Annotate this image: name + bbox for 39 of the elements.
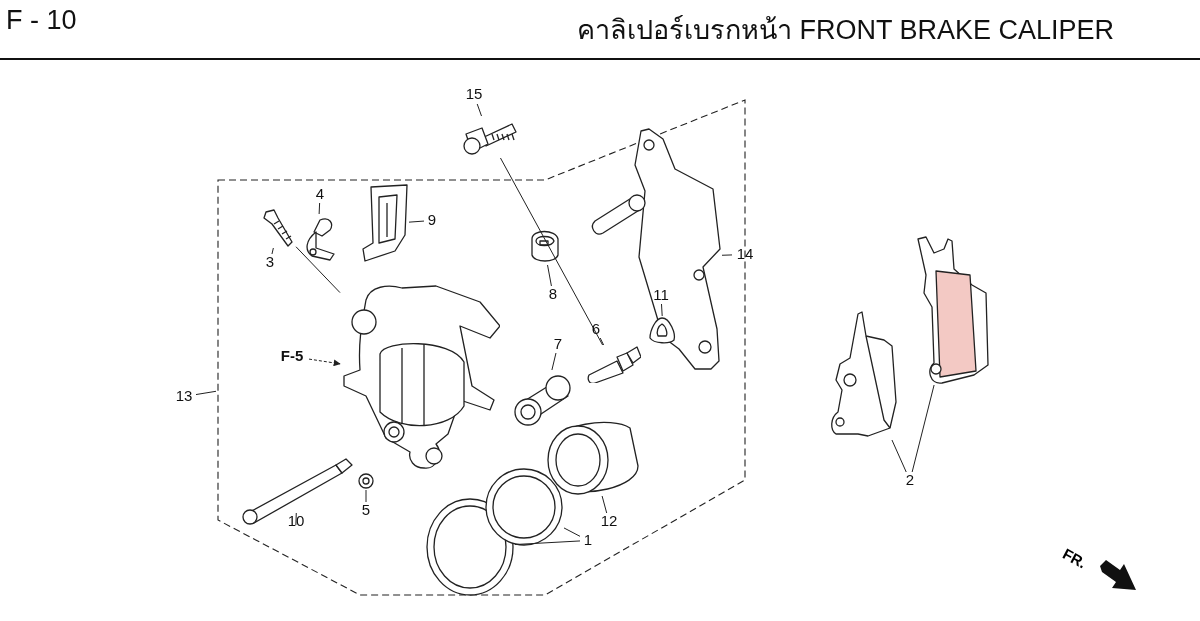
leader-line bbox=[547, 264, 552, 287]
callout-number: 6 bbox=[588, 321, 604, 338]
leader-line bbox=[408, 220, 425, 223]
leader-line bbox=[499, 157, 604, 346]
callout-number: 5 bbox=[358, 502, 374, 519]
diagram-title: คาลิเปอร์เบรกหน้า FRONT BRAKE CALIPER bbox=[576, 14, 1114, 47]
callout-number: 2 bbox=[902, 472, 918, 489]
leader-line bbox=[318, 202, 321, 215]
leader-line bbox=[271, 247, 274, 255]
callout-number: 14 bbox=[732, 246, 758, 263]
callout-number: 8 bbox=[545, 286, 561, 303]
leader-line bbox=[551, 352, 557, 371]
leader-line bbox=[891, 439, 907, 473]
leader-line bbox=[365, 489, 367, 503]
leader-line bbox=[476, 103, 482, 117]
arrow bbox=[308, 358, 341, 367]
leader-line bbox=[911, 384, 935, 473]
callout-number: 10 bbox=[285, 513, 307, 530]
direction-label: FR. bbox=[1060, 545, 1090, 572]
callout-number: 11 bbox=[650, 287, 672, 304]
callout-number: 1 bbox=[580, 532, 596, 549]
callout-number: 4 bbox=[312, 186, 328, 203]
callout-number: 15 bbox=[463, 86, 485, 104]
leader-line bbox=[721, 254, 733, 256]
leader-line bbox=[295, 512, 297, 526]
leader-line bbox=[295, 246, 341, 294]
leader-line bbox=[195, 390, 217, 396]
leader-line bbox=[599, 337, 605, 346]
callout-number: 3 bbox=[262, 254, 278, 271]
callout-number: 13 bbox=[172, 388, 196, 405]
callout-number: 12 bbox=[598, 513, 620, 530]
callout-number: 9 bbox=[424, 212, 440, 229]
callout-number: 7 bbox=[550, 336, 566, 353]
page-code: F - 10 bbox=[6, 5, 77, 36]
leader-line bbox=[601, 495, 608, 514]
reference-label: F-5 bbox=[275, 348, 309, 365]
leader-line bbox=[563, 527, 581, 537]
leader-line bbox=[514, 540, 581, 545]
leader-line bbox=[661, 303, 663, 317]
